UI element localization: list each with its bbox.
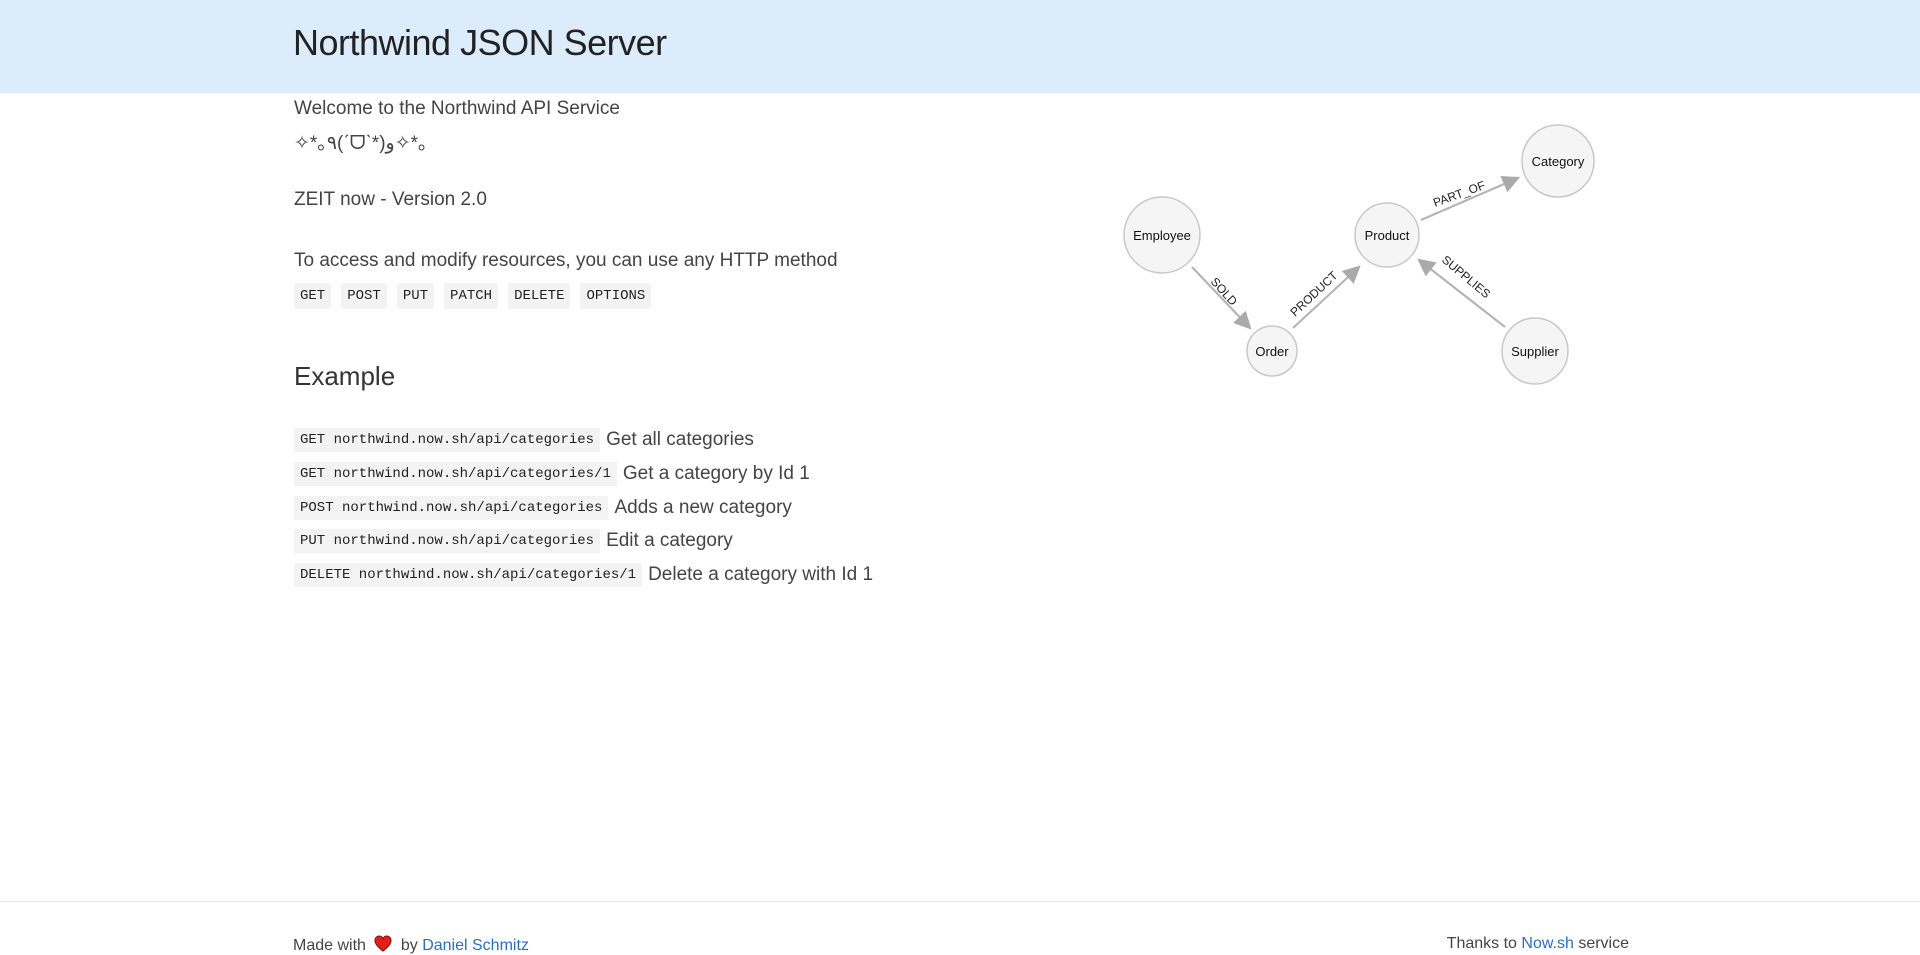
author-link[interactable]: Daniel Schmitz	[422, 937, 529, 954]
thanks-text: Thanks to	[1446, 935, 1517, 952]
edge-part-of	[1420, 176, 1521, 222]
entity-diagram: SOLD PRODUCT PART_OF SUPPLIES Employee O…	[1123, 124, 1595, 385]
made-with-text: Made with	[293, 937, 366, 954]
edge-label-supplies: SUPPLIES	[1439, 253, 1493, 301]
edge-label-product: PRODUCT	[1287, 268, 1340, 319]
footer-thanks: Thanks to Now.sh service	[1447, 935, 1629, 953]
example-row: DELETE northwind.now.sh/api/categories/1…	[294, 563, 873, 587]
method-patch: PATCH	[444, 283, 499, 309]
by-text: by	[400, 937, 418, 954]
version-text: ZEIT now - Version 2.0	[294, 189, 487, 210]
node-product	[1354, 202, 1420, 268]
example-code: GET northwind.now.sh/api/categories	[294, 428, 601, 452]
method-post: POST	[341, 283, 387, 309]
heart-icon	[374, 935, 392, 952]
edge-sold	[1191, 266, 1252, 330]
page-title: Northwind JSON Server	[293, 22, 667, 63]
example-code: PUT northwind.now.sh/api/categories	[294, 529, 601, 553]
footer-divider	[0, 901, 1920, 902]
edge-supplies	[1417, 258, 1506, 328]
method-delete: DELETE	[508, 283, 571, 309]
method-get: GET	[294, 283, 332, 309]
kaomoji-text: ✧*｡٩(ˊᗜˋ*)و✧*｡	[294, 133, 428, 154]
node-supplier	[1501, 317, 1569, 385]
node-label-order: Order	[1255, 344, 1289, 359]
node-label-employee: Employee	[1133, 228, 1191, 243]
edge-label-part-of: PART_OF	[1431, 178, 1487, 210]
node-employee	[1123, 196, 1201, 274]
welcome-text: Welcome to the Northwind API Service	[294, 98, 620, 119]
node-order	[1246, 325, 1298, 377]
node-label-supplier: Supplier	[1511, 344, 1559, 359]
method-put: PUT	[396, 283, 435, 309]
example-desc: Get all categories	[606, 429, 754, 450]
page-header: Northwind JSON Server	[0, 0, 1920, 93]
service-text: service	[1578, 935, 1629, 952]
example-desc: Edit a category	[606, 530, 733, 551]
example-heading: Example	[294, 361, 396, 391]
node-category	[1521, 124, 1595, 198]
example-desc: Delete a category with Id 1	[648, 564, 874, 585]
node-label-product: Product	[1365, 228, 1410, 243]
example-code: DELETE northwind.now.sh/api/categories/1	[294, 563, 643, 587]
edge-label-sold: SOLD	[1208, 275, 1240, 309]
example-desc: Adds a new category	[614, 497, 792, 518]
footer-credit: Made with by Daniel Schmitz	[293, 935, 529, 955]
edge-product	[1292, 265, 1361, 329]
node-label-category: Category	[1532, 154, 1585, 169]
methods-text: To access and modify resources, you can …	[294, 250, 838, 271]
now-sh-link[interactable]: Now.sh	[1521, 935, 1574, 952]
example-desc: Get a category by Id 1	[622, 463, 810, 484]
http-methods: GET POST PUT PATCH DELETE OPTIONS	[294, 283, 652, 309]
example-code: POST northwind.now.sh/api/categories	[294, 496, 609, 520]
method-options: OPTIONS	[580, 283, 652, 309]
example-code: GET northwind.now.sh/api/categories/1	[294, 462, 617, 486]
